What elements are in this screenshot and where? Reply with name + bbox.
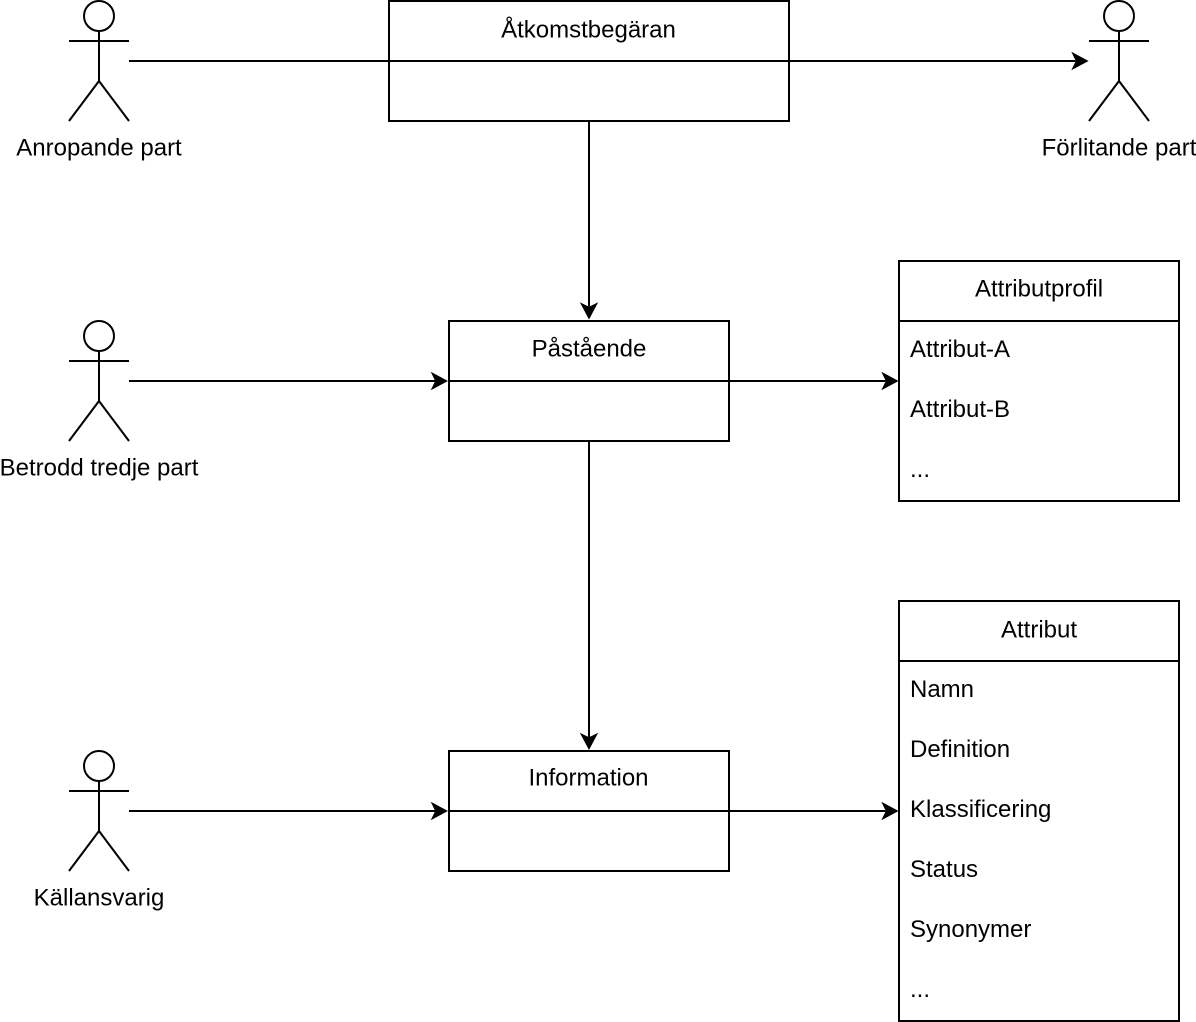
svg-text:Attribut-B: Attribut-B — [910, 396, 1010, 423]
svg-text:Åtkomstbegäran: Åtkomstbegäran — [501, 16, 676, 44]
svg-text:Attribut: Attribut — [1001, 617, 1077, 644]
svg-text:Definition: Definition — [910, 736, 1010, 763]
svg-text:Namn: Namn — [910, 676, 974, 703]
svg-text:Anropande part: Anropande part — [16, 135, 182, 162]
svg-text:Förlitande part: Förlitande part — [1042, 135, 1196, 162]
svg-text:Attributprofil: Attributprofil — [975, 275, 1103, 302]
svg-text:Synonymer: Synonymer — [910, 916, 1031, 943]
svg-text:Information: Information — [528, 765, 648, 792]
svg-text:Status: Status — [910, 856, 978, 883]
svg-text:...: ... — [910, 976, 930, 1003]
svg-text:Betrodd tredje part: Betrodd tredje part — [0, 455, 199, 482]
svg-text:Källansvarig: Källansvarig — [34, 885, 165, 912]
svg-text:...: ... — [910, 456, 930, 483]
svg-text:Påstående: Påstående — [532, 335, 647, 362]
svg-text:Attribut-A: Attribut-A — [910, 336, 1010, 363]
svg-text:Klassificering: Klassificering — [910, 796, 1051, 823]
